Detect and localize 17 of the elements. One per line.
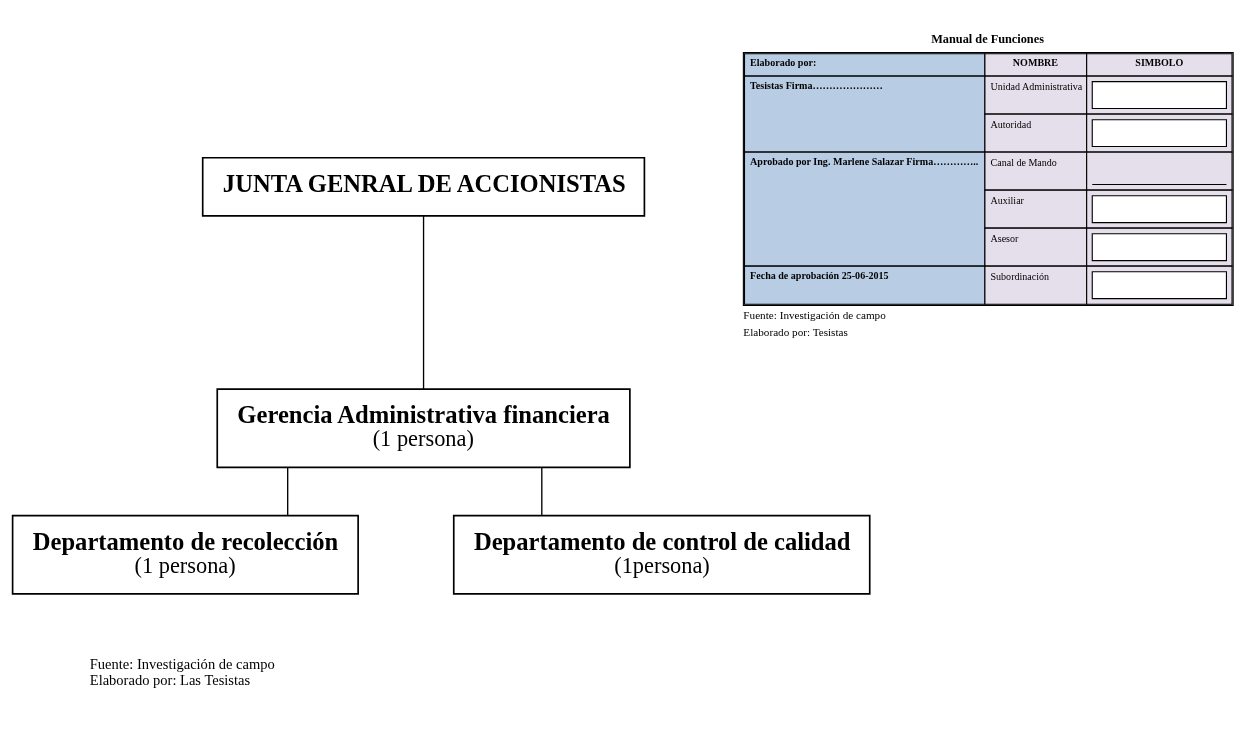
label: Unidad Administrativa bbox=[990, 80, 1083, 92]
label: Tesistas Firma………………… bbox=[750, 79, 883, 91]
label: Elaborado por: Tesistas bbox=[743, 325, 848, 338]
label: Autoridad bbox=[990, 118, 1032, 130]
label: SIMBOLO bbox=[1135, 56, 1184, 68]
label: Canal de Mando bbox=[990, 156, 1057, 168]
label: Aprobado por Ing. Marlene Salazar Firma………….. bbox=[750, 155, 979, 167]
label: NOMBRE bbox=[1012, 56, 1059, 68]
label: Asesor bbox=[990, 232, 1019, 244]
label: Fecha de aprobación 25-06-2015 bbox=[750, 269, 889, 281]
label: Elaborado por: Las Tesistas bbox=[89, 671, 251, 688]
label: Auxiliar bbox=[990, 194, 1024, 206]
label: Subordinación bbox=[990, 270, 1050, 282]
label: Fuente: Investigación de campo bbox=[743, 308, 886, 321]
label: Fuente: Investigación de campo bbox=[89, 655, 275, 672]
label: Manual de Funciones bbox=[931, 31, 1044, 46]
label: Elaborado por: bbox=[750, 56, 817, 68]
